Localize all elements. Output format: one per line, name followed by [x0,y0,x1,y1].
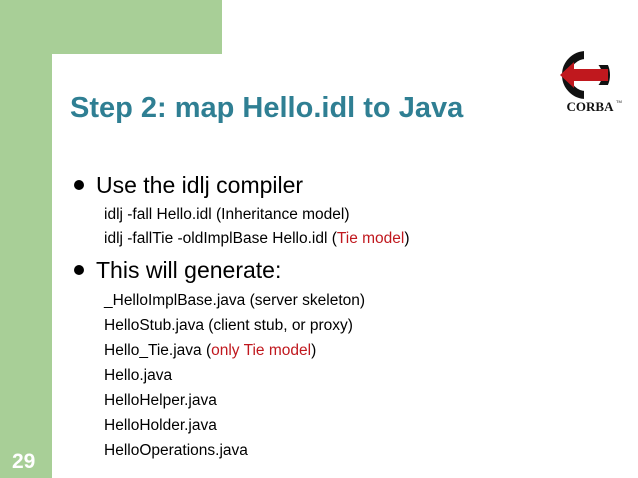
sub-line: HelloStub.java (client stub, or proxy) [104,317,353,334]
bullet-text: This will generate: [96,257,282,283]
sub-line: Hello.java [104,367,173,384]
slide-title: Step 2: map Hello.idl to Java [70,92,464,124]
bullet-dot-icon [74,179,84,190]
corba-logo: CORBA TM [560,51,624,114]
sub-line: Hello_Tie.java (only Tie model) [104,342,317,359]
bullet-idlj: Use the idlj compiler [74,172,303,199]
sub-line: _HelloImplBase.java (server skeleton) [104,292,366,309]
sidebar-band [0,0,52,478]
highlight-text: Tie model [336,230,405,247]
sub-line: idlj -fallTie -oldImplBase Hello.idl (Ti… [104,230,410,247]
bullet-generate: This will generate: [74,257,281,284]
sub-line: idlj -fall Hello.idl (Inheritance model) [104,206,350,223]
sub-line: HelloHolder.java [104,417,217,434]
sub-line: HelloOperations.java [104,442,248,459]
sub-line: HelloHelper.java [104,392,217,409]
highlight-text: only Tie model [211,342,312,359]
slide-number: 29 [12,450,36,473]
bullet-text: Use the idlj compiler [96,172,304,198]
bullet-dot-icon [74,264,84,275]
top-band [0,0,222,54]
logo-text: CORBA [567,99,615,114]
logo-tm: TM [616,99,622,104]
